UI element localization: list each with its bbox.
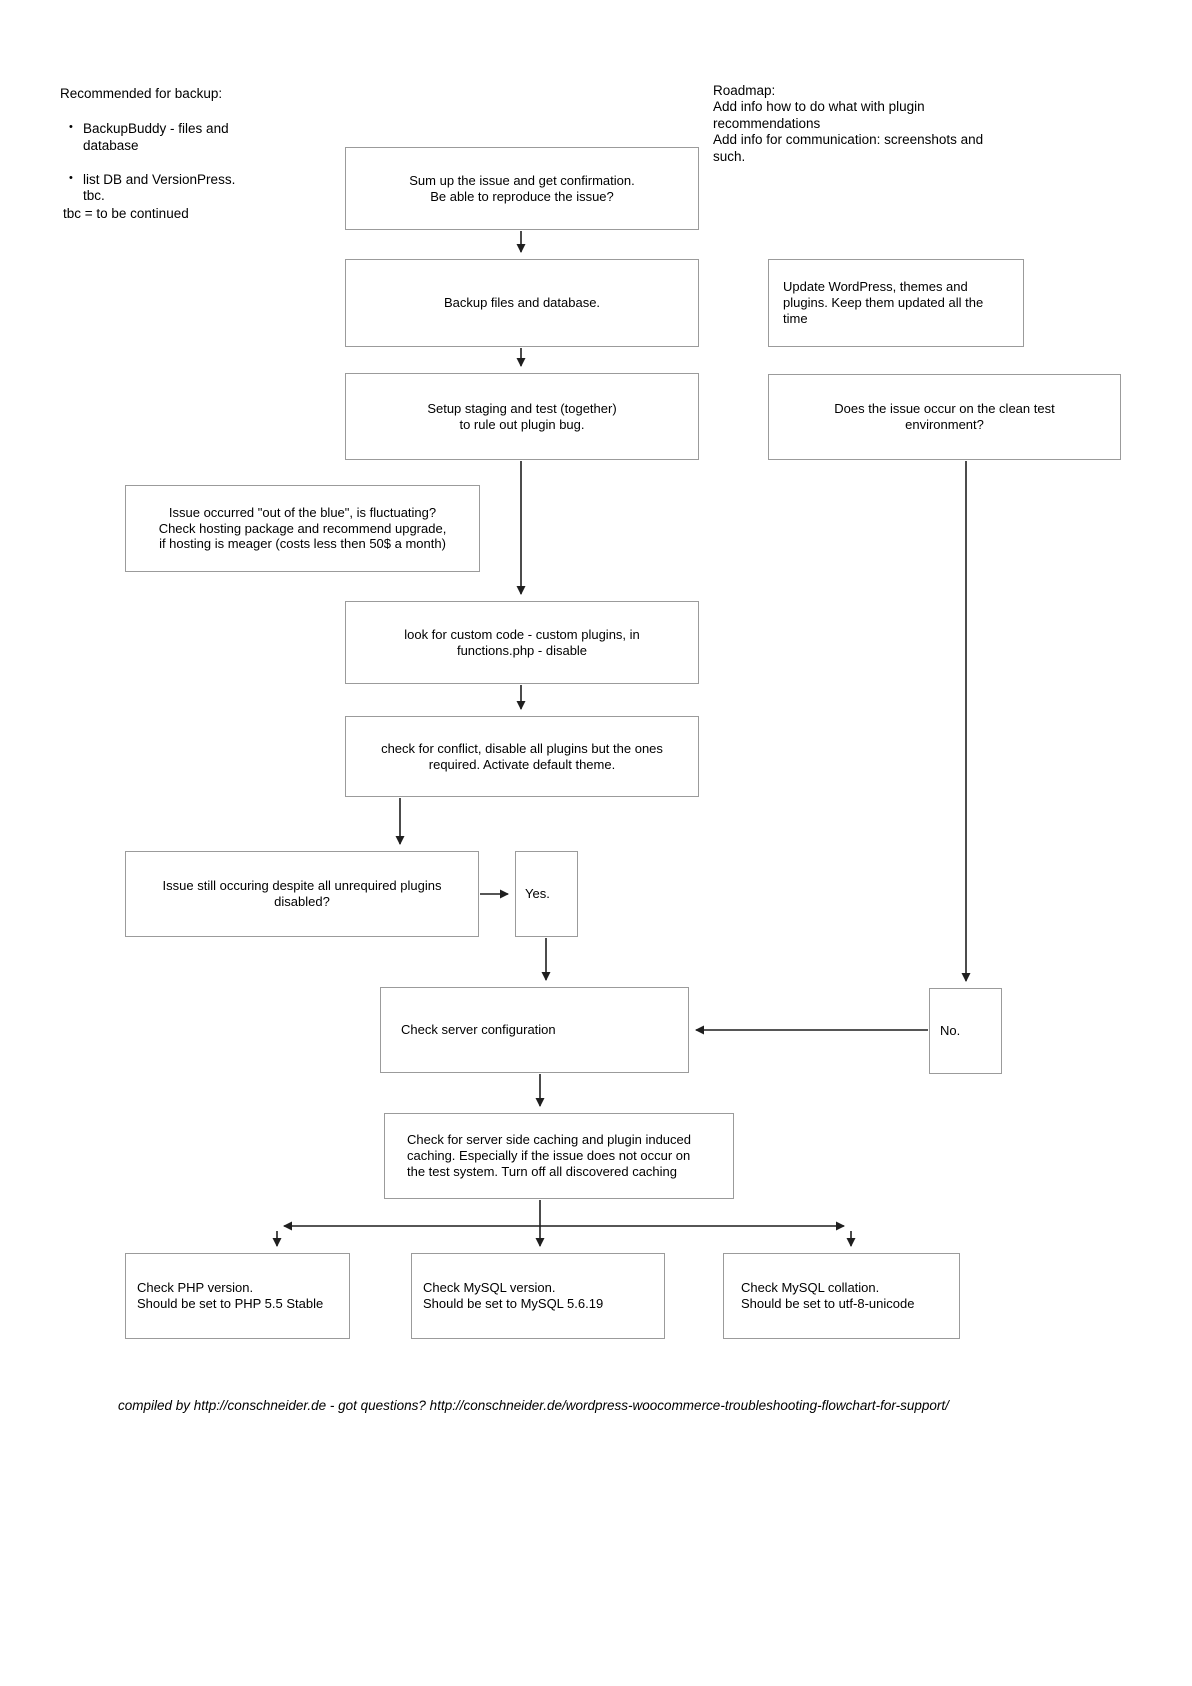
flow-node-sum-up-issue: Sum up the issue and get confirmation. B…	[345, 147, 699, 230]
backup-recommendation-note: Recommended for backup: • BackupBuddy - …	[60, 70, 310, 221]
flow-node-yes: Yes.	[515, 851, 578, 937]
flow-node-clean-environment-question: Does the issue occur on the clean test e…	[768, 374, 1121, 460]
flow-node-backup-files: Backup files and database.	[345, 259, 699, 347]
node-label: Check MySQL collation. Should be set to …	[741, 1280, 915, 1311]
flow-node-check-conflict: check for conflict, disable all plugins …	[345, 716, 699, 797]
node-label: Check server configuration	[401, 1022, 556, 1037]
node-label: Yes.	[525, 886, 550, 901]
bullet-text: list DB and VersionPress. tbc.	[83, 171, 236, 204]
backup-note-bullet-2: • list DB and VersionPress. tbc.	[60, 172, 310, 205]
flow-node-check-server-configuration: Check server configuration	[380, 987, 689, 1073]
node-label: check for conflict, disable all plugins …	[381, 740, 663, 772]
bullet-text: BackupBuddy - files and database	[83, 121, 229, 153]
flow-node-no: No.	[929, 988, 1002, 1074]
node-label: Issue still occuring despite all unrequi…	[162, 878, 442, 909]
backup-note-bullet-1: • BackupBuddy - files and database	[60, 121, 310, 154]
footer-credit-line: compiled by http://conschneider.de - got…	[118, 1398, 949, 1413]
node-label: Check for server side caching and plugin…	[407, 1132, 692, 1179]
flow-node-issue-still-occuring: Issue still occuring despite all unrequi…	[125, 851, 479, 937]
roadmap-note: Roadmap: Add info how to do what with pl…	[713, 83, 984, 164]
bullet-icon: •	[69, 121, 73, 134]
node-label: Does the issue occur on the clean test e…	[834, 401, 1055, 432]
flow-node-check-php-version: Check PHP version. Should be set to PHP …	[125, 1253, 350, 1339]
node-label: Issue occurred "out of the blue", is flu…	[158, 504, 447, 552]
node-label: Update WordPress, themes and plugins. Ke…	[783, 279, 984, 326]
flow-node-setup-staging: Setup staging and test (together) to rul…	[345, 373, 699, 460]
flow-node-custom-code: look for custom code - custom plugins, i…	[345, 601, 699, 684]
node-label: look for custom code - custom plugins, i…	[404, 626, 640, 658]
node-label: Sum up the issue and get confirmation. B…	[409, 172, 635, 204]
flow-node-update-wordpress: Update WordPress, themes and plugins. Ke…	[768, 259, 1024, 347]
bullet-icon: •	[69, 171, 73, 184]
tbc-legend-note: tbc = to be continued	[63, 206, 189, 221]
node-label: Check MySQL version. Should be set to My…	[423, 1280, 604, 1311]
flow-node-check-mysql-version: Check MySQL version. Should be set to My…	[411, 1253, 665, 1339]
node-label: No.	[940, 1023, 961, 1038]
backup-note-title: Recommended for backup:	[60, 86, 223, 102]
flow-node-check-mysql-collation: Check MySQL collation. Should be set to …	[723, 1253, 960, 1339]
node-label: Setup staging and test (together) to rul…	[427, 400, 617, 432]
flow-node-server-side-caching: Check for server side caching and plugin…	[384, 1113, 734, 1199]
node-label: Backup files and database.	[443, 295, 601, 310]
node-label: Check PHP version. Should be set to PHP …	[137, 1280, 324, 1311]
flow-node-out-of-the-blue: Issue occurred "out of the blue", is flu…	[125, 485, 480, 572]
